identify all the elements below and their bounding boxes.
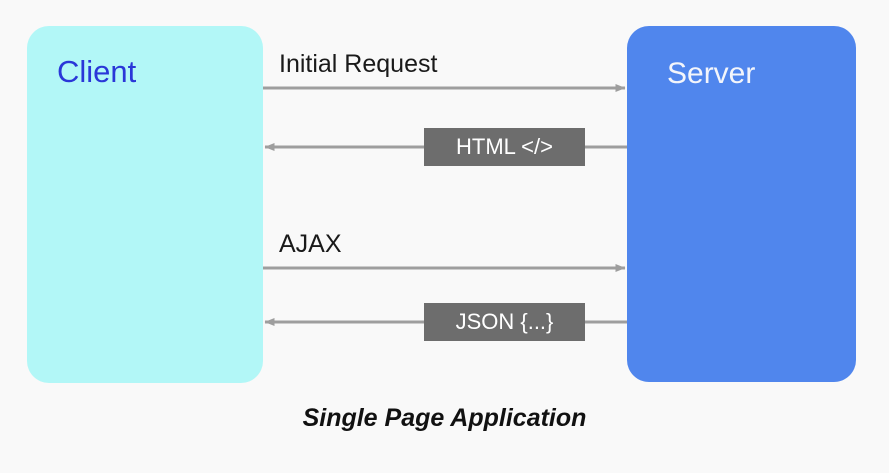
diagram-caption: Single Page Application (302, 404, 587, 432)
edge-badge-html-response-text: HTML </> (456, 134, 553, 159)
node-client[interactable]: Client (27, 26, 263, 383)
node-server-label: Server (667, 57, 756, 90)
edge-label-ajax: AJAX (279, 230, 342, 258)
node-server[interactable]: Server (627, 26, 856, 382)
edge-label-initial-request: Initial Request (279, 50, 438, 78)
node-client-label: Client (57, 54, 137, 89)
edge-badge-json-response-text: JSON {...} (455, 309, 554, 334)
edge-badge-html-response[interactable]: HTML </> (424, 128, 585, 166)
edge-badge-json-response[interactable]: JSON {...} (424, 303, 585, 341)
